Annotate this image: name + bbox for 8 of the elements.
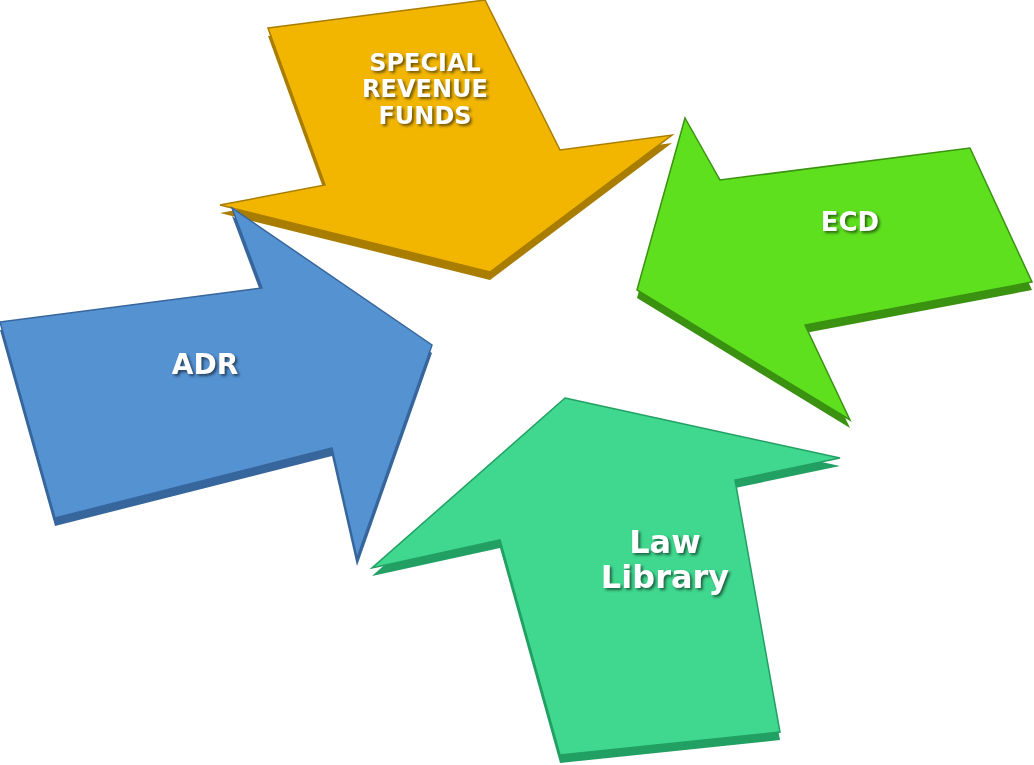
arrow-label: ECD: [819, 208, 881, 237]
arrow-label: SPECIAL REVENUE FUNDS: [361, 50, 489, 130]
arrow-shape: [370, 395, 842, 763]
arrow-label: Law Library: [599, 525, 731, 596]
arrow-shape: [0, 205, 435, 565]
arrow-label: ADR: [170, 350, 240, 381]
arrow-shape: [635, 115, 1034, 427]
arrow-shape: [218, 0, 676, 282]
